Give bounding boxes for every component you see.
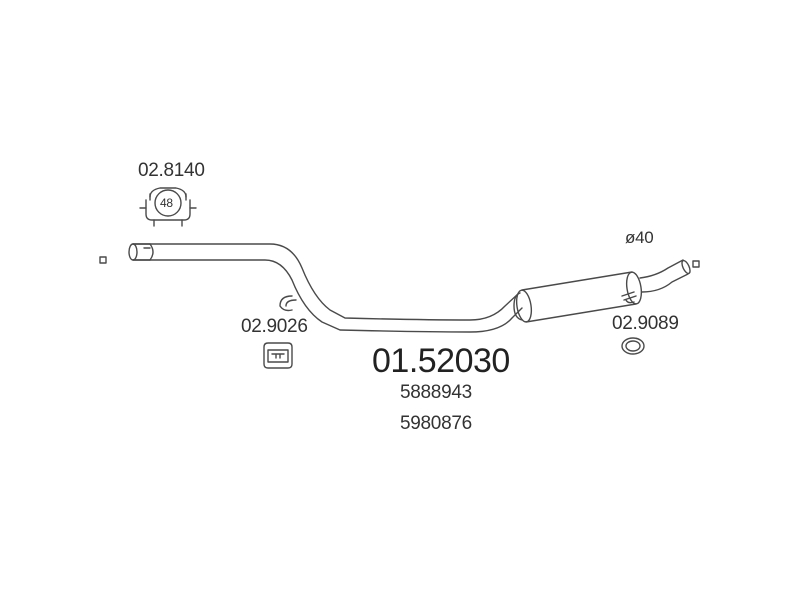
clamp-part-number: 02.8140 bbox=[138, 160, 205, 181]
right-end-marker bbox=[692, 260, 700, 268]
rubber-mount-icon bbox=[263, 342, 293, 369]
rubber-mount-part-number: 02.9026 bbox=[241, 316, 308, 337]
clamp-size-label: 48 bbox=[160, 196, 173, 210]
oe-number: 5980876 bbox=[400, 413, 472, 434]
left-end-marker bbox=[99, 256, 107, 264]
main-part-number: 01.52030 bbox=[372, 342, 510, 380]
pipe-hanger-bracket bbox=[279, 295, 297, 312]
front-pipe bbox=[128, 243, 523, 333]
diameter-label: ø40 bbox=[625, 228, 654, 247]
oe-number: 5888943 bbox=[400, 382, 472, 403]
clamp-icon bbox=[139, 187, 197, 227]
gasket-ring-icon bbox=[621, 337, 645, 355]
rear-muffler bbox=[513, 271, 643, 323]
gasket-ring-part-number: 02.9089 bbox=[612, 313, 679, 334]
tail-pipe bbox=[639, 259, 691, 293]
